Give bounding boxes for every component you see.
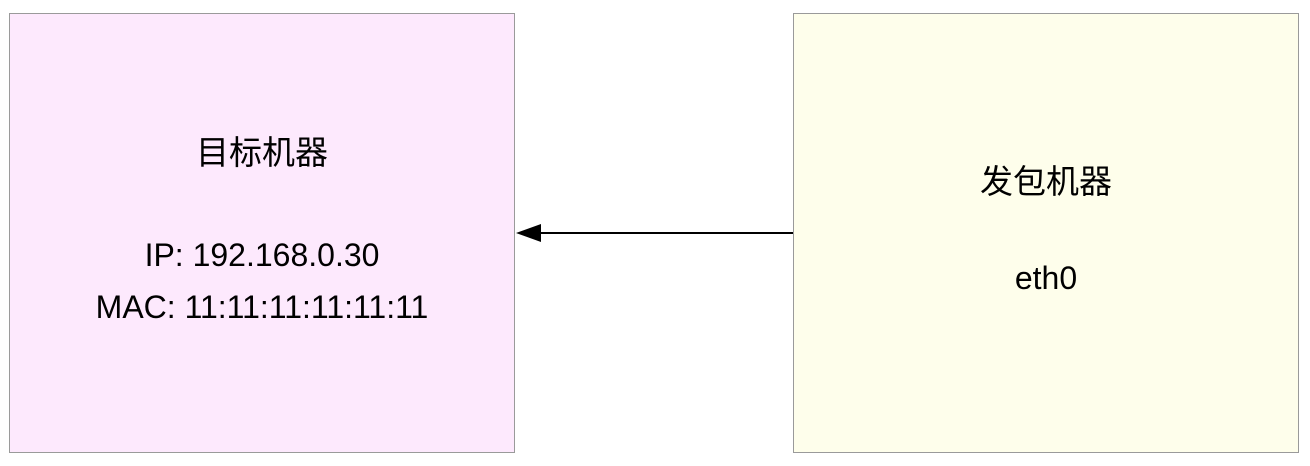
target-mac-label: MAC: 11:11:11:11:11:11 [95, 289, 429, 325]
sender-machine-title: 发包机器 [980, 162, 1112, 201]
target-ip-label: IP: 192.168.0.30 [144, 237, 380, 273]
sender-machine-node: 发包机器 eth0 [793, 13, 1299, 453]
arrowhead-left-icon [516, 224, 541, 242]
target-machine-title: 目标机器 [196, 133, 328, 172]
sender-interface-label: eth0 [1014, 260, 1078, 296]
target-machine-node: 目标机器 IP: 192.168.0.30 MAC: 11:11:11:11:1… [9, 13, 515, 453]
